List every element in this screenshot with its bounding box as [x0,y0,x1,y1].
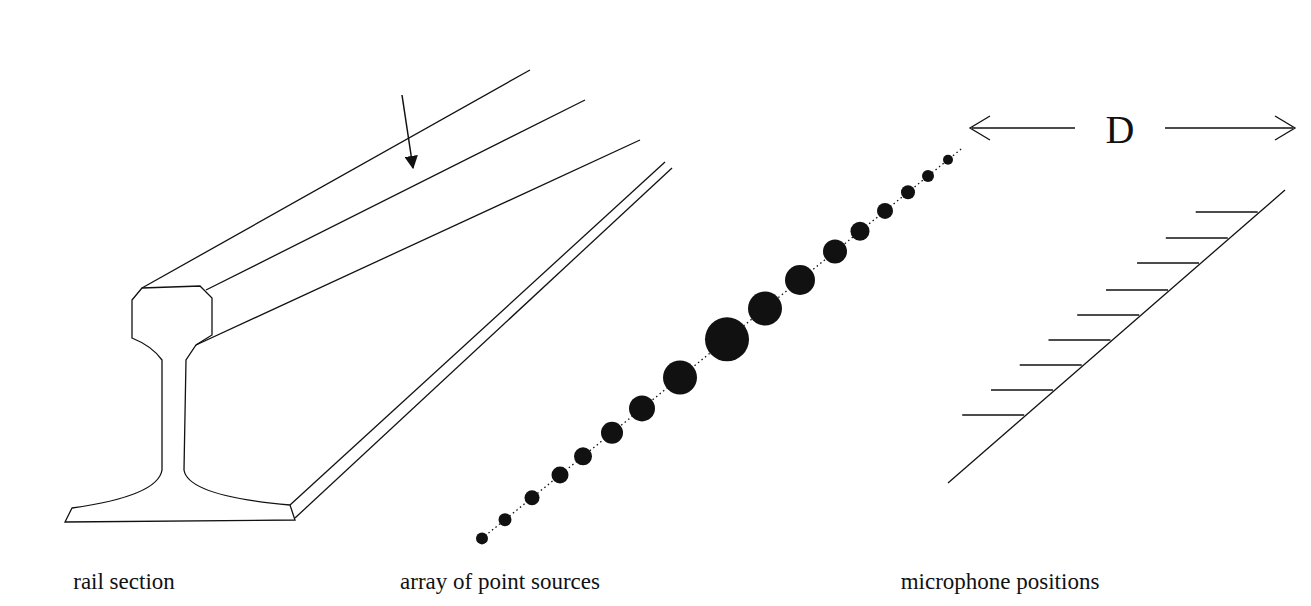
load-arrow [402,95,413,168]
point-source [877,203,893,219]
point-source [629,395,655,421]
point-source [601,422,623,444]
point-source [552,467,569,484]
microphone-tick [1137,262,1199,263]
point-source [525,490,540,505]
point-source-array [476,148,962,544]
point-source [943,155,953,165]
microphone-tick [1166,237,1228,238]
point-source [499,513,512,526]
microphone-line [948,190,1285,483]
point-source [574,447,592,465]
point-source [785,265,815,295]
point-source [901,185,915,199]
microphone-tick [991,389,1053,390]
microphone-tick [1077,314,1139,315]
dotted-line [478,148,962,541]
part-label: microphone positions [901,569,1100,594]
microphone-tick [1020,364,1082,365]
point-source [476,532,488,544]
point-source [705,317,749,361]
point-source [851,222,870,241]
point-source [748,291,782,325]
microphone-tick [962,414,1024,415]
part-label: array of point sources [400,569,600,594]
part-label: rail section [73,569,175,594]
dimension-label: D [1106,108,1135,152]
microphone-tick [1196,211,1258,212]
microphone-tick [1048,339,1110,340]
point-source [823,240,847,264]
point-source [922,170,934,182]
microphone-tick [1106,289,1168,290]
rail-drawing [65,70,672,522]
point-source [663,361,697,395]
